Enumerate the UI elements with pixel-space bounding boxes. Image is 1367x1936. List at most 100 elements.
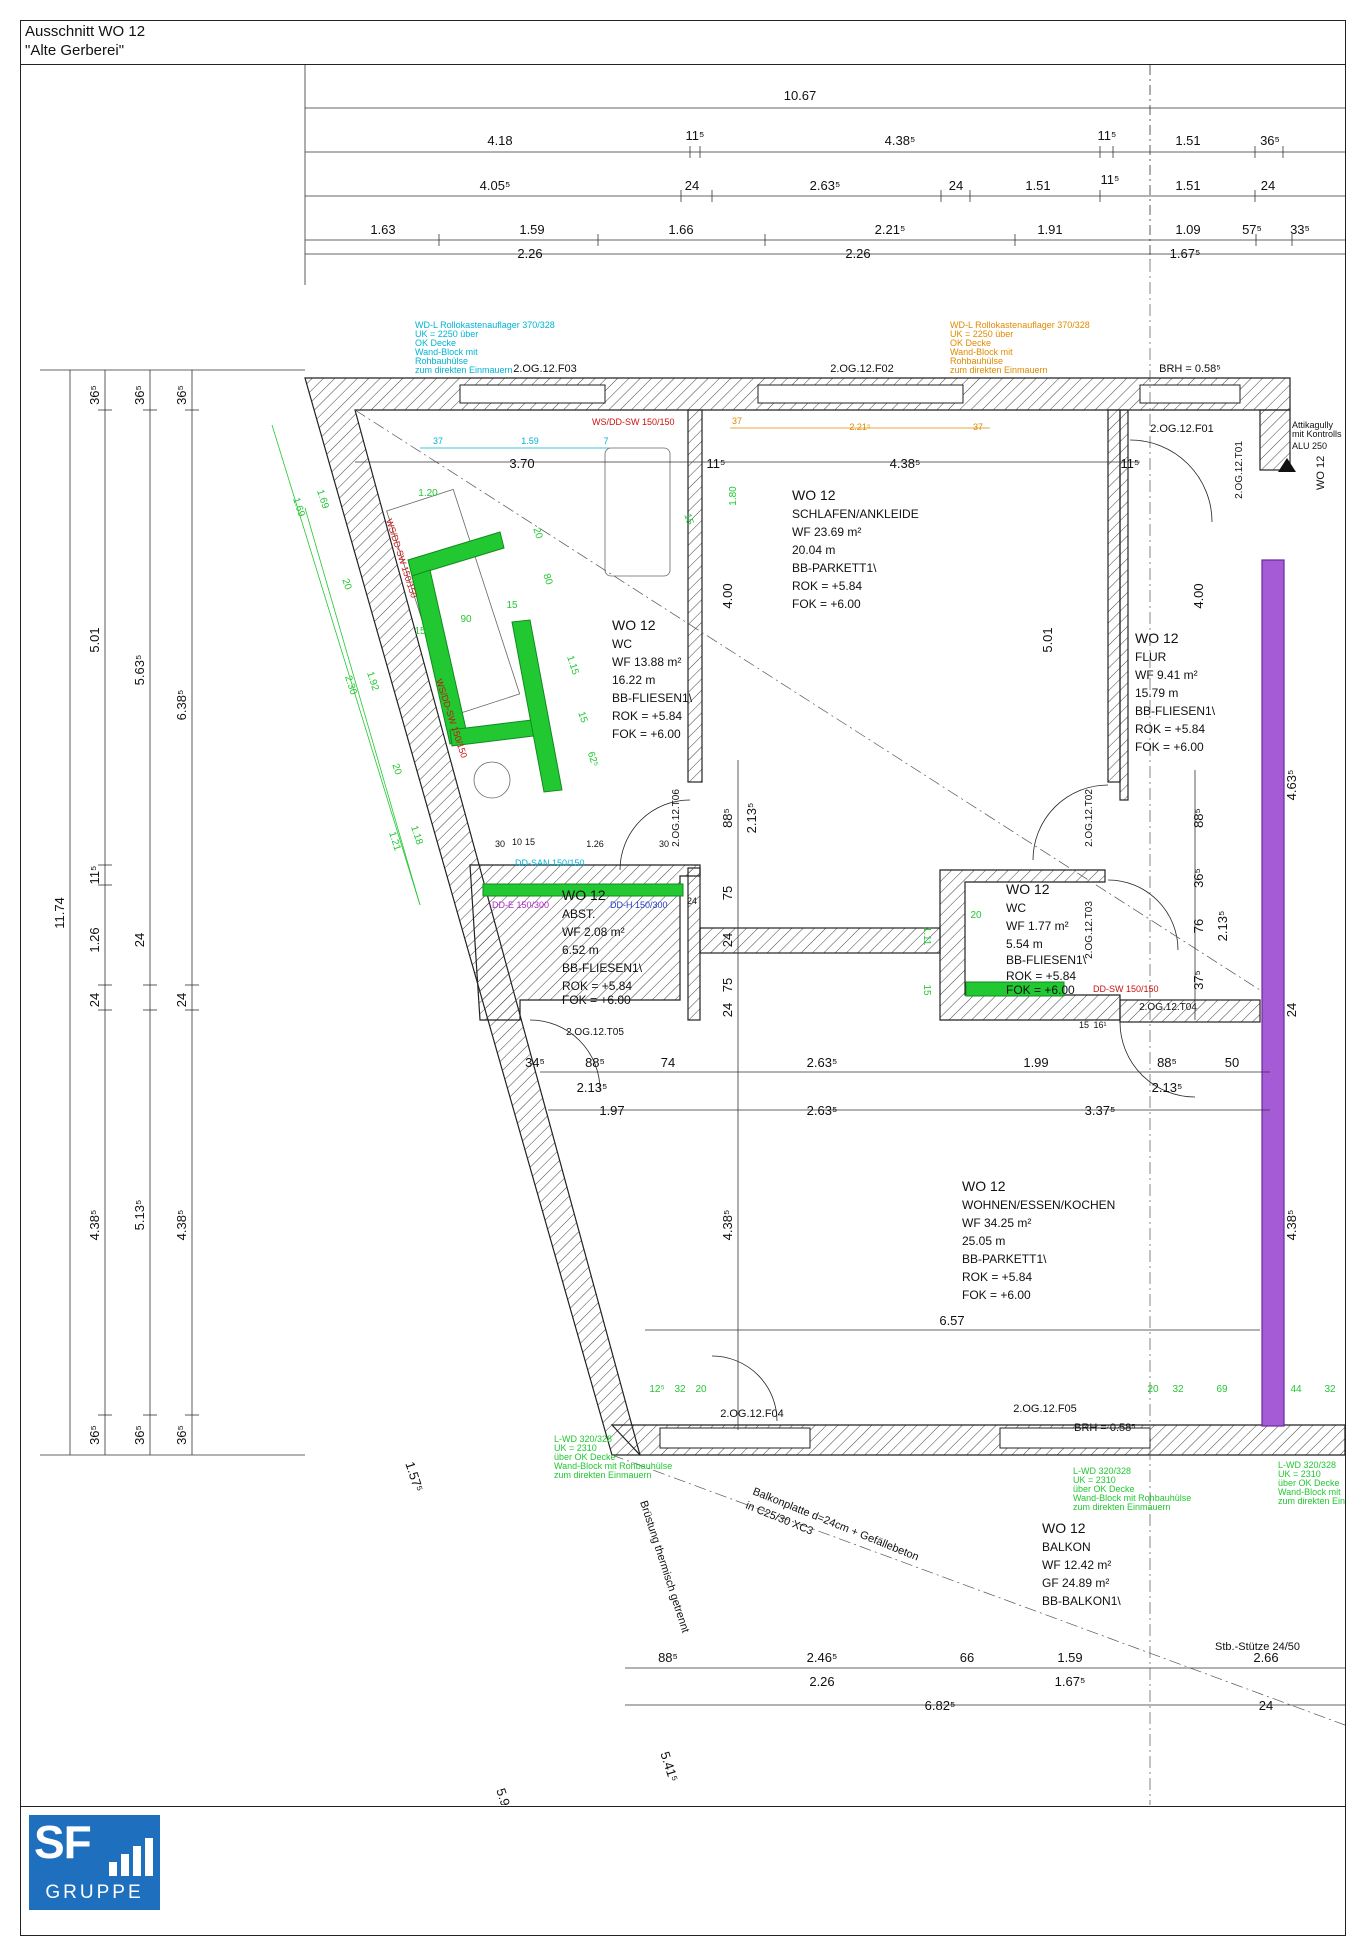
note-line: UK = 2310 (1278, 1469, 1321, 1479)
dim-label: 1.09 (1175, 222, 1200, 237)
note-line: Wand-Block mit (415, 347, 478, 357)
room-area: WF 2.08 m² (562, 925, 625, 939)
window-f05 (999, 1427, 1151, 1449)
construction-lines (354, 260, 1345, 1805)
dim-label: 1.80 (728, 486, 739, 506)
room-fok: FOK = +6.00 (562, 993, 631, 1007)
abst-wall (687, 867, 701, 1021)
note-line: OK Decke (950, 338, 991, 348)
drain-triangle-icon (1278, 458, 1296, 472)
dim-label: 62⁵ (585, 750, 600, 768)
dim-label: 1.11 (921, 927, 932, 946)
door-f04-icon (711, 1355, 778, 1422)
room-perimeter: 5.54 m (1006, 937, 1043, 951)
door-label: 2.OG.12.T02 (1084, 789, 1095, 847)
logo-bar-icon (121, 1854, 129, 1876)
note-line: L-WD 320/328 (1073, 1466, 1131, 1476)
dim-label: 4.38⁵ (1284, 1210, 1299, 1241)
green-dim-labels: 1.20 1.80 20 80 90 15 1.15 15 62⁵ 15 15 … (290, 486, 1336, 1395)
dim-label: 5.91 (493, 1786, 515, 1815)
window-labels: 2.OG.12.F03 2.OG.12.F02 2.OG.12.F01 2.OG… (513, 363, 1221, 1434)
dim-label: 1.57⁵ (402, 1460, 426, 1494)
dim-label: 2.66 (1253, 1650, 1278, 1665)
dim-label: 3.70 (509, 456, 534, 471)
dim-label: 37⁵ (1191, 970, 1206, 990)
window-f02 (757, 384, 964, 404)
door-label: 2.OG.12.T04 (1139, 1002, 1197, 1013)
dim-label: 1.51 (1025, 178, 1050, 193)
washbasin-icon (473, 761, 511, 799)
dim-label: 11⁵ (707, 456, 726, 471)
dim-label: 66 (960, 1650, 974, 1665)
dim-label: 20 (695, 1384, 707, 1395)
room-rok: ROK = +5.84 (1006, 969, 1076, 983)
dim-label: 1.15 (564, 654, 581, 676)
window-f04 (659, 1427, 811, 1449)
dim-label: 1.91 (1037, 222, 1062, 237)
room-gf: GF 24.89 m² (1042, 1576, 1109, 1590)
room-area: WF 12.42 m² (1042, 1558, 1111, 1572)
door-label: 2.OG.12.T01 (1234, 441, 1245, 499)
dim-label: 1.59 (1057, 1650, 1082, 1665)
room-wohnen: WO 12 WOHNEN/ESSEN/KOCHEN WF 34.25 m² 25… (962, 1178, 1115, 1302)
room-fok: FOK = +6.00 (1006, 983, 1075, 997)
dim-label: 1.51 (1175, 178, 1200, 193)
dim-label: 88⁵ (720, 808, 735, 828)
dim-label: 32 (1172, 1384, 1184, 1395)
note-line: Wand-Block mit (1278, 1487, 1341, 1497)
dim-label: 15 (506, 600, 518, 611)
dim-label: 4.38⁵ (720, 1210, 735, 1241)
note-line: Wand-Block mit Rohbauhülse (554, 1461, 672, 1471)
dim-label: 2.46⁵ (807, 1650, 838, 1665)
interior-dimension-lines (355, 461, 1345, 1706)
dim-label: 36⁵ (1260, 133, 1280, 148)
dim-label: 37 (973, 422, 983, 432)
note-line: OK Decke (415, 338, 456, 348)
small-dim-labels: 30 10 15 1.26 30 24 15 16¹ (495, 837, 1107, 1030)
dim-label: 1.20 (418, 488, 438, 499)
note-orange: WD-L Rollokastenauflager 370/328 UK = 22… (950, 320, 1090, 375)
interior-dimension-labels: 3.70 11⁵ 4.38⁵ 11⁵ 4.00 5.01 4.00 4.63⁵ … (402, 456, 1299, 1815)
logo-bar-icon (133, 1846, 141, 1876)
window-label: 2.OG.12.F05 (1013, 1403, 1077, 1415)
room-perimeter: 16.22 m (612, 673, 655, 687)
dim-label: 15 (414, 626, 426, 637)
green-block (511, 619, 563, 793)
room-type: ABST. (562, 907, 595, 921)
dim-label: 2.63⁵ (810, 178, 841, 193)
room-floor: BB-FLIESEN1\ (612, 691, 693, 705)
dim-label: 4.18 (487, 133, 512, 148)
dim-label: 30 (495, 839, 505, 849)
dim-label: 11⁵ (1101, 172, 1120, 187)
dim-label: 36⁵ (174, 385, 189, 405)
footer-divider (20, 1806, 1346, 1807)
room-fok: FOK = +6.00 (962, 1288, 1031, 1302)
ddsan-label: DD-SAN 150/150 (515, 858, 585, 868)
room-type: WC (612, 637, 632, 651)
green-block (407, 531, 505, 577)
dim-label: 1.67⁵ (1170, 246, 1201, 261)
dim-label: 1.69 (290, 496, 307, 518)
note-line: UK = 2250 über (415, 329, 478, 339)
dim-label: 1.92 (364, 670, 381, 692)
room-perimeter: 15.79 m (1135, 686, 1178, 700)
dim-label: 90 (460, 614, 472, 625)
dim-label: 2.63⁵ (807, 1055, 838, 1070)
installation-labels: WS/DD-SW 150/150 WS/DD-SW 150/150 WS/DD-… (384, 417, 1158, 994)
dim-label: 50 (1225, 1055, 1239, 1070)
walls (304, 377, 1345, 1456)
room-name: WO 12 (612, 617, 656, 633)
dim-label: 1.51 (1175, 133, 1200, 148)
room-type: FLUR (1135, 650, 1167, 664)
dim-label: 20 (339, 577, 353, 591)
door-swings (529, 439, 1213, 1422)
dim-label: 57⁵ (1242, 222, 1262, 237)
note-line: über OK Decke (554, 1452, 616, 1462)
note-line: WD-L Rollokastenauflager 370/328 (950, 320, 1090, 330)
door-t06-icon (619, 799, 691, 871)
note-line: Balkonplatte d=24cm + Gefällebeton (751, 1486, 921, 1564)
schlafen-wall (1107, 409, 1121, 783)
dim-label: 7 (603, 436, 608, 446)
brh-label: BRH = 0.58⁵ (1159, 363, 1221, 375)
note-attika: Attikagully mit Kontrolls ALU 250 (1292, 420, 1342, 451)
